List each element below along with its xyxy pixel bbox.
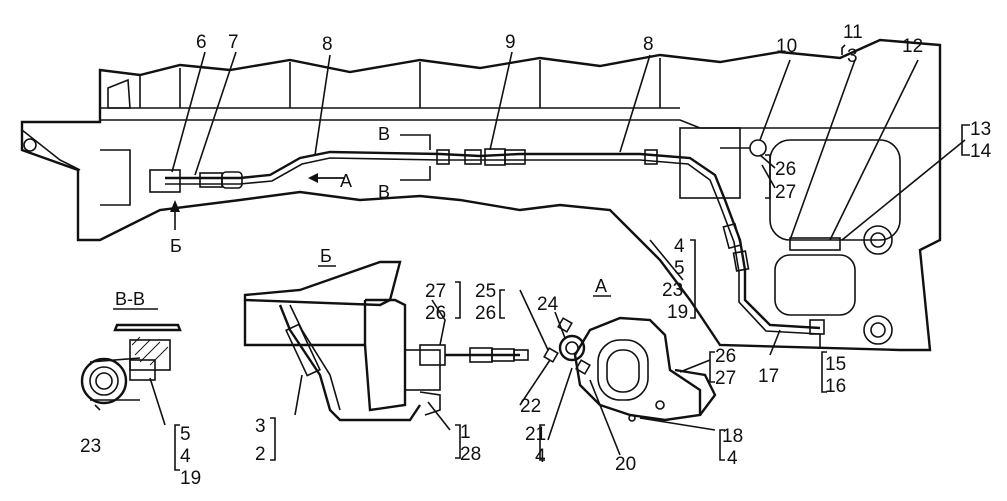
cut-top-label: В [378, 124, 390, 144]
callout-18: 18 [722, 426, 743, 447]
callout-26-top: 26 [775, 159, 796, 180]
callout-8-left: 8 [322, 34, 333, 55]
callout-1: 1 [460, 422, 471, 443]
callout-23-bb: 23 [80, 436, 101, 457]
callout-23-mid: 23 [662, 280, 683, 301]
callout-13: 13 [970, 119, 991, 140]
callout-28: 28 [460, 444, 481, 465]
callout-24: 24 [537, 294, 559, 315]
callout-6: 6 [196, 32, 207, 53]
callout-12: 12 [902, 36, 923, 57]
callout-4-a: 4 [535, 446, 546, 467]
callout-20: 20 [615, 454, 636, 475]
callout-4-bb: 4 [180, 446, 191, 467]
callout-25: 25 [475, 281, 496, 302]
callout-14: 14 [970, 141, 992, 162]
arrow-a-head [308, 173, 318, 183]
callout-15: 15 [825, 354, 846, 375]
callout-19-bb: 19 [180, 468, 201, 489]
view-b-title: Б [320, 246, 332, 266]
callout-2: 2 [255, 444, 266, 465]
callout-8-right: 8 [643, 34, 654, 55]
callout-19-mid: 19 [667, 302, 688, 323]
leader-lines [171, 51, 966, 356]
callout-27-right: 27 [715, 368, 736, 389]
callout-22: 22 [520, 396, 541, 417]
arrow-a-label: А [340, 171, 352, 191]
callout-21: 21 [525, 424, 546, 445]
cut-bottom-label: В [378, 182, 390, 202]
callout-4-mid: 4 [674, 236, 685, 257]
view-arrows [170, 173, 345, 212]
arrow-b-head [170, 200, 180, 212]
view-b [243, 260, 529, 431]
callout-26-right: 26 [715, 346, 736, 367]
callout-3-top: 3 [847, 46, 858, 67]
section-bb [80, 323, 182, 426]
callout-26-b: 26 [425, 303, 446, 324]
section-bb-title: В-В [115, 289, 145, 309]
callout-11: 11 [843, 22, 863, 43]
hydraulic-line [149, 139, 841, 335]
callout-27-b: 27 [425, 281, 446, 302]
callout-26-a: 26 [475, 303, 496, 324]
view-a [519, 289, 717, 456]
callout-27-top: 27 [775, 182, 796, 203]
callout-numbers: 6 7 8 9 8 10 11 3 12 13 14 26 27 4 5 23 … [80, 22, 992, 489]
arrow-b-label: Б [170, 236, 182, 256]
section-titles: Б А В-В Б А В В [113, 124, 611, 310]
callout-7: 7 [228, 32, 239, 53]
callout-3-b: 3 [255, 416, 266, 437]
callout-4-right: 4 [727, 448, 738, 469]
view-a-title: А [595, 276, 607, 296]
callout-5-bb: 5 [180, 424, 191, 445]
callout-17: 17 [758, 366, 779, 387]
frame-outline [20, 38, 942, 352]
callout-5-mid: 5 [674, 258, 685, 279]
callout-10: 10 [776, 36, 797, 57]
callout-16: 16 [825, 376, 846, 397]
callout-9: 9 [505, 32, 516, 53]
bracket-marks [174, 44, 970, 471]
